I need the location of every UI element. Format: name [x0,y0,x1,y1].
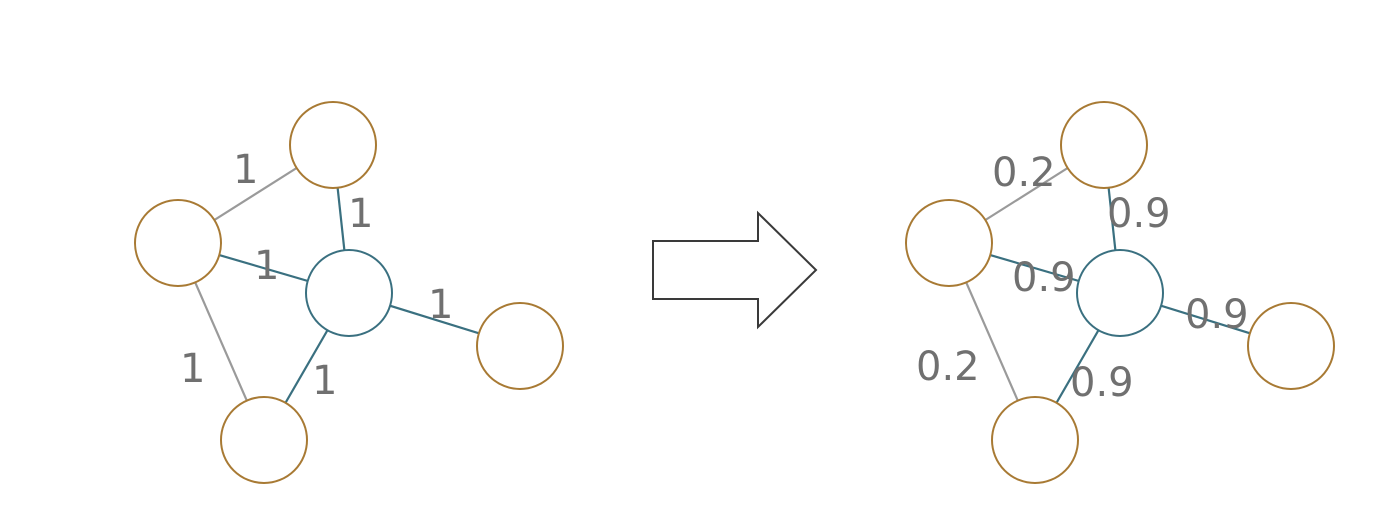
edge-weight-label: 0.9 [1107,191,1171,237]
right-arrow-icon [652,210,818,330]
edge-weight-label: 0.2 [916,344,980,390]
node-right [476,302,564,390]
node-left [905,199,993,287]
node-bottom [220,396,308,484]
node-hub [1076,249,1164,337]
node-top [1060,101,1148,189]
edge-weight-label: 0.9 [1012,255,1076,301]
graph-before: 1 1 1 1 1 1 [134,101,564,484]
edge-weight-label: 0.2 [992,150,1056,196]
edge-weight-label: 0.9 [1185,292,1249,338]
edge-weight-label: 1 [428,282,453,328]
edge-weight-label: 1 [254,243,279,289]
edge-weight-label: 1 [233,147,258,193]
node-hub [305,249,393,337]
node-bottom [991,396,1079,484]
node-left [134,199,222,287]
edge-weight-label: 0.9 [1070,360,1134,406]
edge-weight-label: 1 [312,358,337,404]
graph-after: 0.2 0.9 0.9 0.9 0.2 0.9 [905,101,1335,484]
edge-weight-label: 1 [348,191,373,237]
node-right [1247,302,1335,390]
edge-weight-label: 1 [180,346,205,392]
node-top [289,101,377,189]
